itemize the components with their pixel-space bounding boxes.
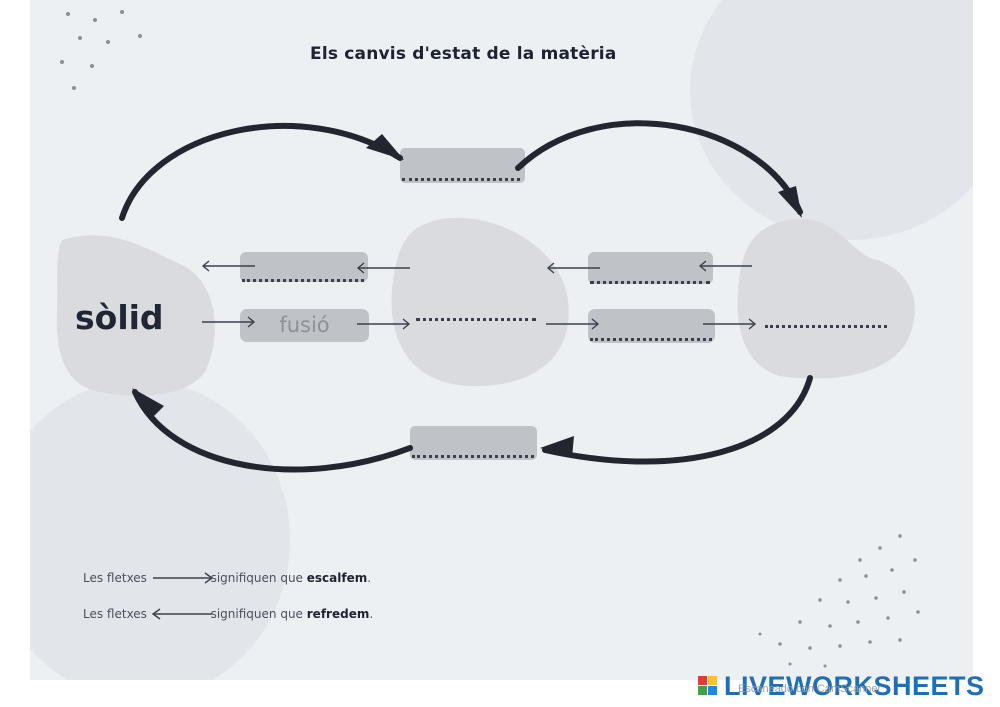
answer-box-right-lower[interactable] [588, 309, 715, 343]
answer-box-left-upper[interactable] [240, 252, 368, 282]
liquid-blob [391, 217, 569, 387]
dotted-answer-line[interactable] [412, 455, 534, 458]
dotted-answer-line[interactable] [590, 338, 712, 341]
brand-name[interactable]: LIVEWORKSHEETS [724, 671, 985, 701]
solid-blob [56, 235, 216, 396]
legend-cool-prefix: Les fletxes [83, 607, 147, 621]
arc-arrow-bottom-right [542, 375, 813, 465]
arrowhead-icon [366, 134, 404, 160]
arc-arrow-top-right [515, 120, 803, 215]
dotted-answer-line[interactable] [590, 281, 710, 284]
gas-blob [737, 218, 915, 379]
legend-heat-word: escalfem [306, 571, 368, 585]
liveworksheets-logo-icon [698, 676, 717, 695]
page-title: Els canvis d'estat de la matèria [310, 44, 617, 64]
legend-cool-word: refredem [306, 607, 370, 621]
arc-arrow-bottom-left [132, 389, 413, 473]
legend-cool-middle: signifiquen que [210, 607, 303, 621]
arrowhead-icon [132, 388, 164, 420]
legend-cool: Les fletxes signifiquen que refredem. [83, 607, 374, 621]
dotted-answer-line[interactable] [242, 279, 364, 282]
answer-box-top[interactable] [400, 148, 525, 183]
scan-watermark: Escaneado con CamScanner [738, 683, 882, 695]
arrowhead-icon [540, 436, 574, 458]
answer-box-right-upper[interactable] [588, 252, 713, 284]
dotted-answer-line[interactable] [416, 318, 536, 321]
arc-arrow-sublimation [119, 122, 403, 221]
dotted-answer-line[interactable] [402, 178, 520, 181]
legend-heat-middle: signifiquen que [210, 571, 303, 585]
decorative-dots [60, 10, 920, 668]
answer-box-fusion [240, 309, 369, 342]
arrowhead-icon [778, 186, 802, 218]
legend-heat: Les fletxes signifiquen que escalfem. [83, 571, 372, 585]
legend-heat-prefix: Les fletxes [83, 571, 147, 585]
process-label-fusion: fusió [279, 313, 330, 337]
answer-box-bottom[interactable] [410, 426, 537, 460]
dotted-answer-line[interactable] [765, 325, 887, 328]
state-label-solid: sòlid [75, 298, 164, 337]
